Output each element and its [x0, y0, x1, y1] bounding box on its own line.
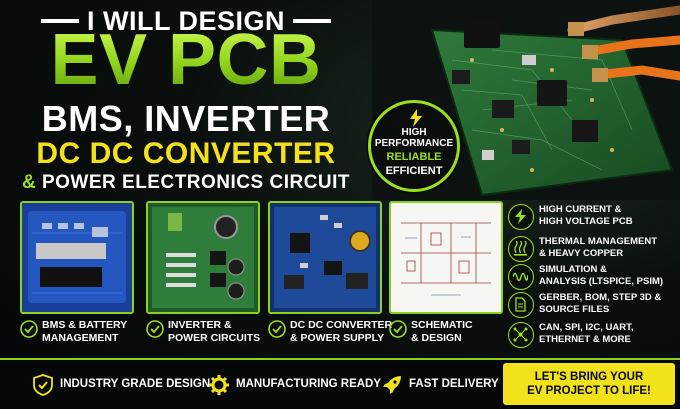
lightning-bolt-icon	[410, 109, 422, 127]
headline-pre: I WILL DESIGN	[0, 6, 372, 37]
lightning-icon	[515, 209, 526, 224]
headline-line2: DC DC CONVERTER	[36, 137, 336, 170]
shield-check-icon	[33, 374, 53, 396]
caption-inverter: INVERTER &POWER CIRCUITS	[146, 318, 266, 352]
dash-left	[40, 18, 79, 23]
feature-thermal: THERMAL MANAGEMENT& HEAVY COPPER	[508, 236, 680, 266]
headline: I WILL DESIGN EV PCB BMS, INVERTER DC DC…	[0, 0, 372, 198]
tile-inverter	[146, 201, 260, 314]
caption-dcdc: DC DC CONVERTER& POWER SUPPLY	[268, 318, 392, 352]
waveform-icon	[513, 272, 528, 282]
feature-simulation: SIMULATION &ANALYSIS (LTSPICE, PSIM)	[508, 264, 680, 294]
dash-right	[293, 18, 331, 23]
network-icon	[513, 327, 528, 342]
badge-reliable: RELIABLE	[386, 151, 442, 163]
heat-icon	[514, 241, 527, 256]
check-circle-icon	[389, 320, 407, 338]
check-circle-icon	[20, 320, 38, 338]
inverter-board-image	[148, 203, 258, 312]
headline-main: EV PCB	[0, 20, 372, 100]
gear-icon	[209, 375, 229, 395]
check-circle-icon	[146, 320, 164, 338]
feature-files: GERBER, BOM, STEP 3D &SOURCE FILES	[508, 292, 680, 322]
rocket-icon	[383, 376, 401, 394]
headline-line3: & POWER ELECTRONICS CIRCUIT	[21, 172, 351, 193]
headline-line1: BMS, INVERTER	[41, 98, 331, 139]
check-circle-icon	[268, 320, 286, 338]
feature-interfaces: CAN, SPI, I2C, UART,ETHERNET & MORE	[508, 322, 680, 352]
tile-dcdc	[268, 201, 382, 314]
document-icon	[515, 297, 526, 312]
caption-schematic: SCHEMATIC& DESIGN	[389, 318, 503, 352]
feature-high-current: HIGH CURRENT &HIGH VOLTAGE PCB	[508, 204, 680, 234]
bms-board-image	[22, 203, 132, 312]
dcdc-board-image	[270, 203, 380, 312]
tile-bms	[20, 201, 134, 314]
badge-efficient: EFFICIENT	[385, 165, 443, 177]
schematic-image	[391, 203, 501, 312]
tile-schematic	[389, 201, 503, 314]
